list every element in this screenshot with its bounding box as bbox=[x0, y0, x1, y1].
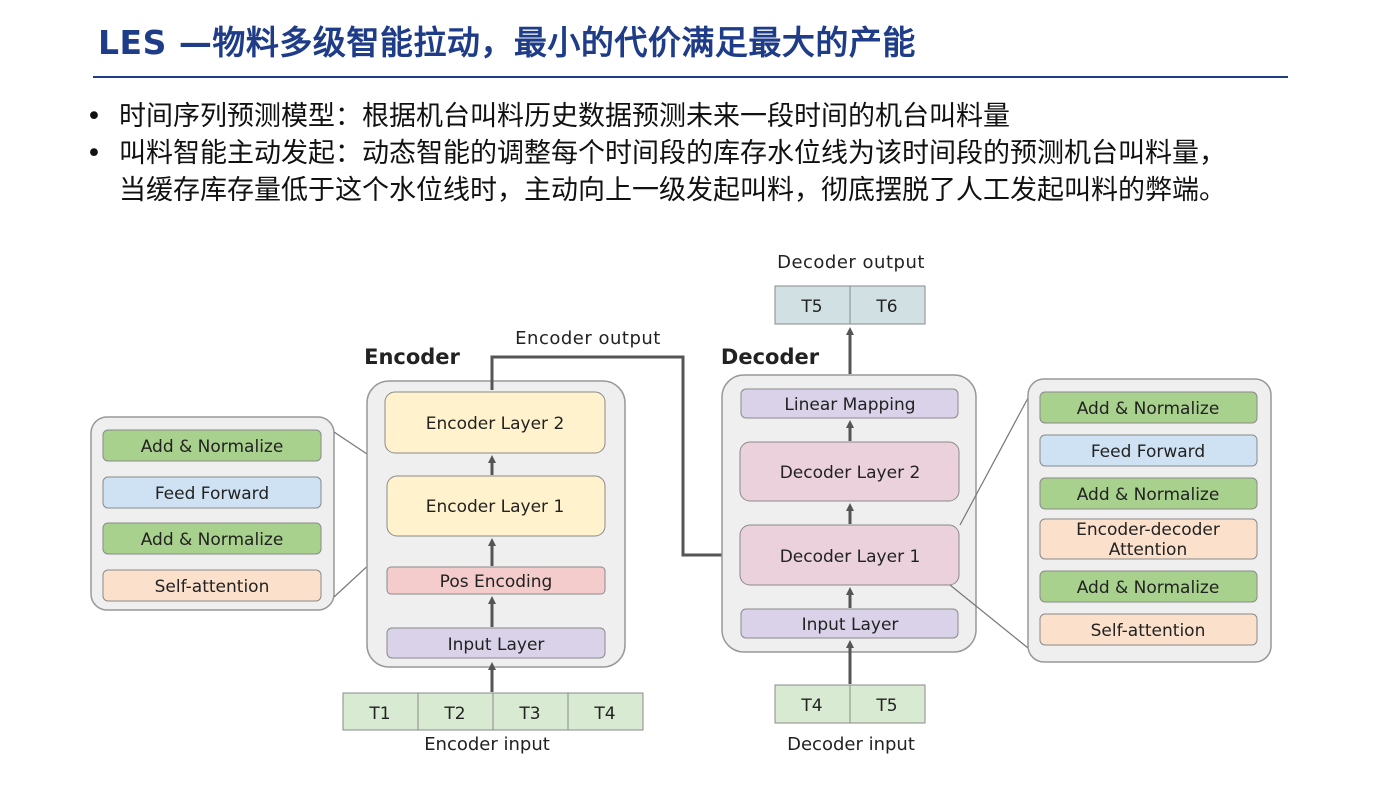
bullet-text-continuation: 当缓存库存量低于这个水位线时，主动向上一级发起叫料，彻底摆脱了人工发起叫料的弊端… bbox=[119, 175, 1226, 206]
decoder-layer-1-box bbox=[739, 524, 960, 586]
decoder-input-label: Decoder input bbox=[787, 734, 915, 755]
bullet-text: 叫料智能主动发起：动态智能的调整每个时间段的库存水位线为该时间段的预测机台叫料量… bbox=[119, 138, 1226, 169]
decoder-detail-connector-bottom bbox=[949, 584, 1029, 649]
bullet-dot: • bbox=[86, 101, 102, 132]
encoder-token-label: T4 bbox=[593, 704, 615, 724]
encoder-decoder-attention-box bbox=[1039, 518, 1258, 560]
encoder-decoder-attention-label-line2: Attention bbox=[1109, 540, 1187, 560]
decoder-feed-forward-box bbox=[1039, 434, 1258, 467]
bullet-item: • 时间序列预测模型：根据机台叫料历史数据预测未来一段时间的机台叫料量 bbox=[84, 98, 1226, 135]
encoder-decoder-attention-label-line1: Encoder-decoder bbox=[1076, 520, 1220, 540]
encoder-layer-2-label: Encoder Layer 2 bbox=[426, 414, 565, 434]
decoder-output-token-label: T6 bbox=[875, 297, 897, 317]
decoder-self-attention-label: Self-attention bbox=[1091, 621, 1206, 641]
decoder-add-normalize-box bbox=[1039, 391, 1258, 424]
decoder-add-normalize-label: Add & Normalize bbox=[1077, 399, 1220, 419]
encoder-detail-panel bbox=[90, 416, 335, 611]
encoder-input-label: Encoder input bbox=[424, 734, 550, 755]
decoder-output-label: Decoder output bbox=[777, 252, 925, 273]
decoder-self-attention-box bbox=[1039, 613, 1258, 646]
decoder-input-token-label: T4 bbox=[800, 696, 822, 716]
encoder-output-label: Encoder output bbox=[515, 328, 661, 349]
linear-mapping-box bbox=[740, 388, 959, 419]
encoder-layer-2-box bbox=[384, 391, 606, 454]
bullet-dot: • bbox=[86, 138, 102, 169]
decoder-add-normalize-label-3: Add & Normalize bbox=[1077, 578, 1220, 598]
encoder-token-label: T2 bbox=[443, 704, 465, 724]
pos-encoding-box bbox=[386, 566, 606, 595]
decoder-input-token-box bbox=[849, 684, 926, 724]
decoder-detail-connector-top bbox=[959, 397, 1029, 526]
decoder-input-token-box bbox=[774, 684, 851, 724]
linear-mapping-label: Linear Mapping bbox=[784, 395, 915, 415]
encoder-token-label: T3 bbox=[518, 704, 540, 724]
encoder-self-attention-label: Self-attention bbox=[155, 577, 270, 597]
encoder-output-connector bbox=[490, 355, 733, 559]
bullet-list: • 时间序列预测模型：根据机台叫料历史数据预测未来一段时间的机台叫料量 • 叫料… bbox=[84, 98, 1226, 209]
decoder-input-layer-box bbox=[740, 608, 959, 639]
decoder-title: Decoder bbox=[721, 345, 820, 369]
decoder-add-normalize-box-3 bbox=[1039, 570, 1258, 603]
decoder-add-normalize-box-2 bbox=[1039, 477, 1258, 510]
page-title: LES —物料多级智能拉动，最小的代价满足最大的产能 bbox=[98, 23, 916, 62]
encoder-add-normalize-label: Add & Normalize bbox=[141, 437, 284, 457]
encoder-feed-forward-box bbox=[102, 476, 322, 509]
decoder-layer-2-box bbox=[739, 441, 960, 502]
bullet-text: 时间序列预测模型：根据机台叫料历史数据预测未来一段时间的机台叫料量 bbox=[119, 101, 1010, 132]
encoder-title: Encoder bbox=[364, 345, 460, 369]
encoder-token-box bbox=[492, 692, 569, 731]
encoder-add-normalize-box-2 bbox=[102, 522, 322, 555]
encoder-layer-1-box bbox=[386, 475, 606, 537]
decoder-output-token-box bbox=[849, 285, 926, 325]
encoder-input-layer-label: Input Layer bbox=[448, 635, 545, 655]
decoder-input-layer-label: Input Layer bbox=[802, 615, 899, 635]
encoder-add-normalize-label-2: Add & Normalize bbox=[141, 530, 284, 550]
encoder-token-label: T1 bbox=[368, 704, 390, 724]
decoder-layer-2-label: Decoder Layer 2 bbox=[780, 463, 921, 483]
encoder-add-normalize-box bbox=[102, 429, 322, 462]
decoder-feed-forward-label: Feed Forward bbox=[1091, 442, 1205, 462]
decoder-output-token-label: T5 bbox=[800, 297, 822, 317]
bullet-item: • 叫料智能主动发起：动态智能的调整每个时间段的库存水位线为该时间段的预测机台叫… bbox=[84, 135, 1226, 209]
pos-encoding-label: Pos Encoding bbox=[440, 572, 553, 592]
decoder-add-normalize-label-2: Add & Normalize bbox=[1077, 485, 1220, 505]
title-divider bbox=[93, 76, 1288, 78]
encoder-token-box bbox=[342, 692, 419, 731]
encoder-self-attention-box bbox=[102, 569, 322, 602]
encoder-layer-1-label: Encoder Layer 1 bbox=[426, 497, 565, 517]
encoder-token-box bbox=[417, 692, 494, 731]
decoder-input-token-label: T5 bbox=[875, 696, 897, 716]
encoder-input-layer-box bbox=[386, 627, 606, 659]
decoder-layer-1-label: Decoder Layer 1 bbox=[780, 547, 921, 567]
encoder-feed-forward-label: Feed Forward bbox=[155, 484, 269, 504]
encoder-token-box bbox=[567, 692, 644, 731]
